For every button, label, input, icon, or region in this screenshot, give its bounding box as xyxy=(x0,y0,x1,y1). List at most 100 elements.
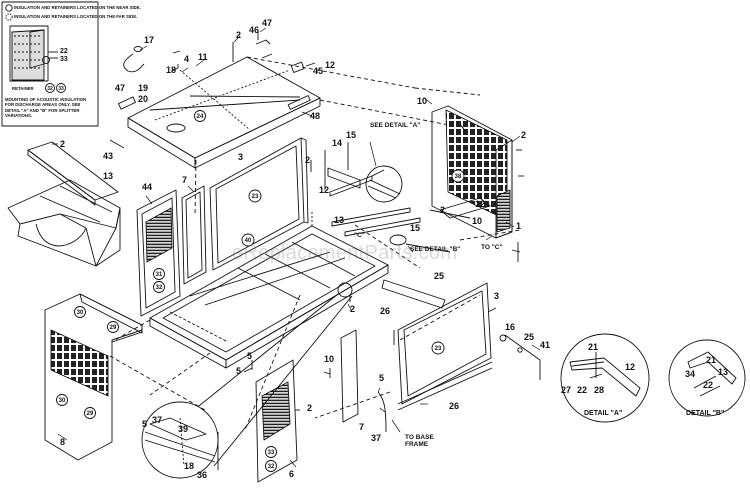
watermark: eReplacementParts.com xyxy=(232,242,458,264)
insulation-tags: 24 23 23 38 40 31 32 30 29 30 29 33 32 3… xyxy=(45,83,465,472)
part-label-48: 13 xyxy=(103,171,114,181)
part-label-25-right: 25 xyxy=(524,332,535,342)
part-label-18-zoom: 18 xyxy=(184,461,195,471)
part-label-10-top: 10 xyxy=(417,96,428,106)
part-label-12-right: 12 xyxy=(475,199,486,209)
part-label-6: 6 xyxy=(289,469,295,479)
baffle-assembly xyxy=(7,141,121,267)
part-label-12-top: 12 xyxy=(325,60,336,70)
end-panel-8 xyxy=(44,293,143,461)
part-label-39: 41 xyxy=(540,340,551,350)
detail-b-label-13: 13 xyxy=(718,367,729,377)
zoom-circle-detail xyxy=(141,282,353,479)
insulation-tag-23b xyxy=(431,341,445,355)
detail-a-title: DETAIL "A" xyxy=(584,410,623,417)
part-label-7-upper: 7 xyxy=(182,175,188,185)
retainer-tag-32-text: 32 xyxy=(47,86,53,92)
part-label-3-door: 3 xyxy=(494,291,500,301)
insulation-tag-29a-text: 29 xyxy=(110,325,117,331)
part-label-15-top: 15 xyxy=(346,130,357,140)
part-label-4: 4 xyxy=(184,54,190,64)
insulation-tag-40 xyxy=(241,233,255,247)
part-label-12-center: 12 xyxy=(319,185,330,195)
part-label-26-bottom: 26 xyxy=(449,401,460,411)
part-label-17: 17 xyxy=(144,35,155,45)
part-label-41: 43 xyxy=(103,151,114,161)
part-label-7-lower: 7 xyxy=(359,422,365,432)
insulation-tag-32b xyxy=(265,460,277,472)
insulation-tag-23a xyxy=(248,189,262,203)
frame-dashed-lines xyxy=(109,56,521,431)
part-label-8: 8 xyxy=(60,437,66,447)
insulation-tag-40-text: 40 xyxy=(245,238,252,244)
part-label-25-top: 25 xyxy=(434,271,445,281)
retainer-tag-32 xyxy=(45,83,55,93)
detail-a-label-12: 12 xyxy=(625,362,636,372)
part-label-5-frame: 5 xyxy=(236,366,242,376)
part-label-18-top: 18 xyxy=(166,65,177,75)
insulation-tag-30b xyxy=(56,394,68,406)
retainer-tag-33 xyxy=(56,83,66,93)
insulation-tag-33 xyxy=(265,446,277,458)
insulation-tag-29b-text: 29 xyxy=(87,411,94,417)
part-label-13: 13 xyxy=(334,215,345,225)
insulation-tag-38-text: 38 xyxy=(455,174,462,180)
rear-panel xyxy=(209,137,309,271)
part-label-44: 45 xyxy=(313,66,324,76)
see-detail-a-callout: SEE DETAIL "A" xyxy=(370,122,421,129)
part-label-47-right: 48 xyxy=(310,111,321,121)
detail-b-magnifier xyxy=(389,234,451,253)
part-label-35: 36 xyxy=(197,470,208,480)
legend-mounting-note: MOUNTING OF ACOUSTIC INSULATION FOR DISC… xyxy=(5,97,87,119)
insulation-tag-30a xyxy=(74,306,86,318)
detail-b-label-22: 22 xyxy=(703,380,714,390)
side-panel-38 xyxy=(431,105,513,239)
bracket-hardware xyxy=(324,142,491,237)
legend-inset-part-22: 22 xyxy=(60,48,68,55)
insulation-tag-29a xyxy=(107,321,119,333)
part-label-26-top: 26 xyxy=(380,306,391,316)
part-label-37-zoom: 39 xyxy=(178,424,189,434)
part-label-10-lower: 10 xyxy=(324,354,335,364)
part-label-15-mid: 15 xyxy=(410,223,421,233)
detail-a-drawing xyxy=(560,333,650,423)
roof-hardware xyxy=(118,30,305,110)
part-label-2-center: 2 xyxy=(305,155,311,165)
part-label-2-bracket: 2 xyxy=(440,205,446,215)
part-label-2-frame: 2 xyxy=(350,304,356,314)
part-label-45: 46 xyxy=(249,25,260,35)
part-label-16: 16 xyxy=(505,322,516,332)
insulation-tag-23a-text: 23 xyxy=(252,194,259,200)
detail-a-label-21: 21 xyxy=(588,342,599,352)
part-label-20: 20 xyxy=(138,94,149,104)
insulation-tag-29b xyxy=(84,407,96,419)
legend-box xyxy=(1,1,99,127)
strip-panel-7-lower xyxy=(340,329,359,423)
part-label-2-right: 2 xyxy=(521,130,527,140)
part-label-3-roof: 3 xyxy=(238,152,244,162)
detail-b-label-21: 21 xyxy=(706,355,717,365)
insulation-tag-32-text: 32 xyxy=(156,285,163,291)
see-detail-b-callout: SEE DETAIL "B" xyxy=(410,246,461,253)
legend-inset-part-33: 33 xyxy=(60,56,68,63)
c-marker-callout: "C" xyxy=(354,232,365,239)
part-label-2-lower: 2 xyxy=(307,403,313,413)
detail-b-label-34: 34 xyxy=(685,369,696,379)
detail-b-drawing xyxy=(668,339,746,417)
to-base-frame-callout: TO BASE FRAME xyxy=(405,434,434,449)
part-label-2-left: 2 xyxy=(60,139,66,149)
insulation-tag-32b-text: 32 xyxy=(268,464,275,470)
to-c-callout: TO "C" xyxy=(481,244,503,251)
legend-retainer-label: RETAINER xyxy=(12,86,34,91)
part-label-47-left: 47 xyxy=(115,83,126,93)
insulation-tag-24-text: 24 xyxy=(197,114,204,120)
insulation-tag-30a-text: 30 xyxy=(77,310,84,316)
legend-note-near-side: INSULATION AND RETAINERS LOCATED ON THE … xyxy=(14,5,141,10)
insulation-tag-33-text: 33 xyxy=(268,450,275,456)
part-label-14: 14 xyxy=(332,138,343,148)
detail-a-label-27: 27 xyxy=(561,385,572,395)
part-label-5-rod: 5 xyxy=(379,373,385,383)
part-label-19: 19 xyxy=(138,83,149,93)
part-label-36: 37 xyxy=(371,433,382,443)
